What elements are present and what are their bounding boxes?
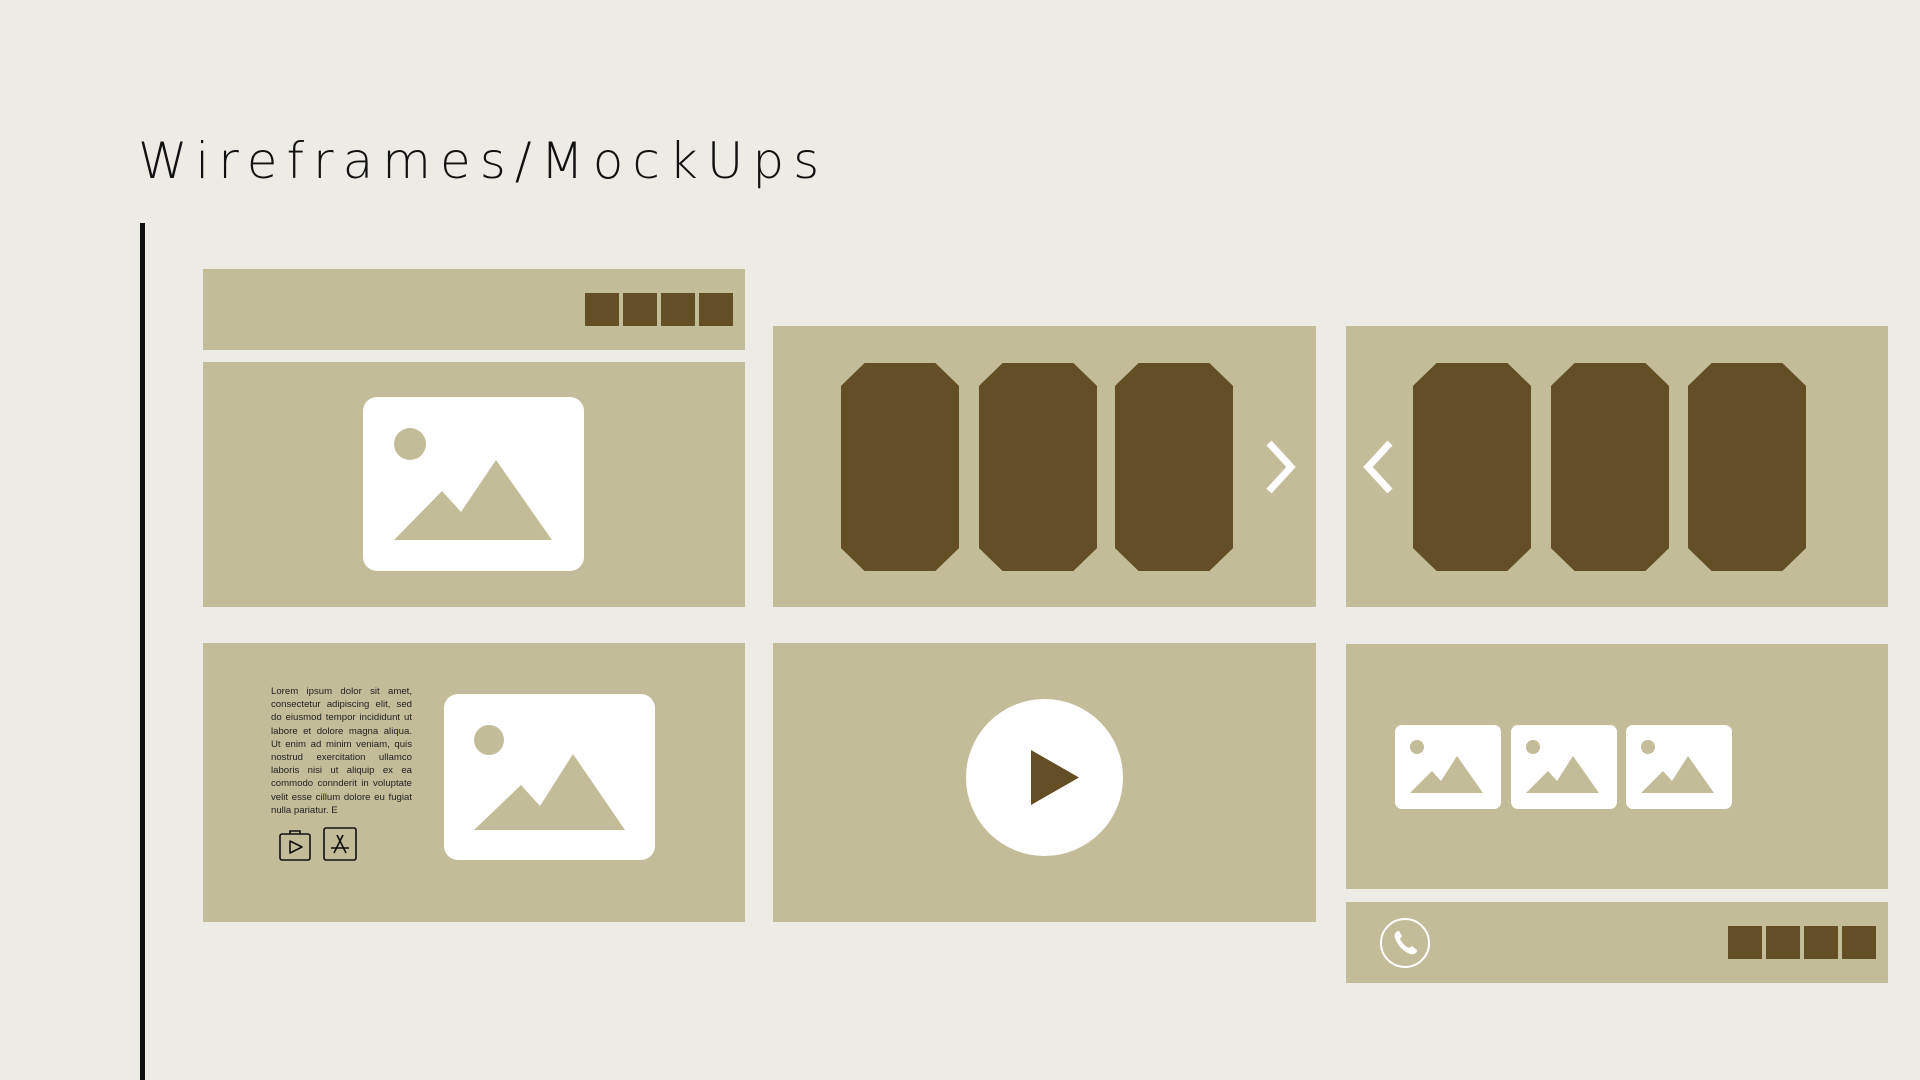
app-store-icon[interactable] xyxy=(323,827,357,861)
carousel-card xyxy=(841,363,959,571)
chevron-left-icon[interactable] xyxy=(1356,437,1402,497)
nav-square xyxy=(623,293,657,326)
google-play-icon[interactable] xyxy=(278,828,312,862)
carousel-card xyxy=(1413,363,1531,571)
nav-square xyxy=(699,293,733,326)
nav-square xyxy=(1728,926,1762,959)
nav-square xyxy=(1766,926,1800,959)
lorem-text: Lorem ipsum dolor sit amet, consectetur … xyxy=(271,686,412,816)
page-title: Wireframes/MockUps xyxy=(138,132,829,190)
nav-square xyxy=(1842,926,1876,959)
phone-icon[interactable] xyxy=(1379,917,1431,969)
carousel-card xyxy=(1688,363,1806,571)
gallery-image-placeholder-icon xyxy=(1626,725,1732,809)
nav-square xyxy=(1804,926,1838,959)
play-icon xyxy=(1031,750,1079,805)
gallery-image-placeholder-icon xyxy=(1395,725,1501,809)
nav-square xyxy=(585,293,619,326)
carousel-card xyxy=(1115,363,1233,571)
chevron-right-icon[interactable] xyxy=(1257,437,1303,497)
content-image-placeholder-icon xyxy=(444,694,655,860)
vertical-rule xyxy=(140,223,145,1080)
gallery-image-placeholder-icon xyxy=(1511,725,1617,809)
header-nav-squares xyxy=(585,293,733,326)
hero-image-placeholder-icon xyxy=(363,397,584,571)
footer-nav-squares xyxy=(1728,926,1876,959)
play-button[interactable] xyxy=(966,699,1123,856)
carousel-card xyxy=(979,363,1097,571)
carousel-card xyxy=(1551,363,1669,571)
nav-square xyxy=(661,293,695,326)
